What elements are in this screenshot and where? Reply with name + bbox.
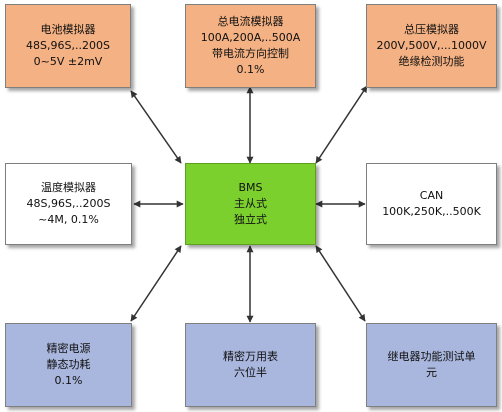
current-simulator-title: 总电流模拟器 — [217, 15, 284, 28]
power-supply-feature: 静态功耗 — [46, 358, 91, 371]
relay-tester-box: 继电器功能测试单 元 — [366, 323, 497, 407]
precision-power-supply-box: 精密电源 静态功耗 0.1% — [5, 323, 132, 407]
multimeter-title: 精密万用表 — [223, 350, 278, 363]
current-simulator-feature: 带电流方向控制 — [212, 47, 289, 60]
voltage-simulator-box: 总压模拟器 200V,500V,...1000V 绝缘检测功能 — [366, 4, 497, 88]
current-simulator-range: 100A,200A,..500A — [200, 31, 301, 44]
arrow-bms-voltage-sim — [315, 85, 368, 164]
relay-tester-title-cont: 元 — [426, 366, 437, 379]
can-box: CAN 100K,250K,..500K — [366, 163, 497, 245]
power-supply-title: 精密电源 — [46, 342, 91, 355]
arrow-bms-battery-sim — [130, 90, 182, 164]
battery-simulator-range: 0~5V ±2mV — [33, 55, 103, 68]
bms-standalone: 独立式 — [234, 213, 267, 226]
bms-center-box: BMS 主从式 独立式 — [185, 163, 316, 245]
can-baud-rates: 100K,250K,..500K — [382, 205, 481, 218]
power-supply-accuracy: 0.1% — [54, 374, 83, 387]
multimeter-resolution: 六位半 — [234, 366, 267, 379]
current-simulator-box: 总电流模拟器 100A,200A,..500A 带电流方向控制 0.1% — [185, 4, 316, 88]
temperature-simulator-title: 温度模拟器 — [41, 181, 96, 194]
bms-title: BMS — [238, 181, 263, 194]
battery-simulator-channels: 48S,96S,..200S — [26, 39, 110, 52]
temperature-simulator-range: ~4M, 0.1% — [38, 213, 99, 226]
voltage-simulator-range: 200V,500V,...1000V — [376, 39, 487, 52]
temperature-simulator-channels: 48S,96S,..200S — [26, 197, 111, 210]
precision-multimeter-box: 精密万用表 六位半 — [185, 323, 316, 407]
voltage-simulator-feature: 绝缘检测功能 — [398, 55, 465, 68]
bms-master-slave: 主从式 — [234, 197, 267, 210]
battery-simulator-title: 电池模拟器 — [40, 23, 96, 36]
temperature-simulator-box: 温度模拟器 48S,96S,..200S ~4M, 0.1% — [5, 163, 132, 245]
arrow-bms-relay-tester — [315, 245, 366, 322]
arrow-bms-power-supply — [130, 245, 182, 322]
relay-tester-title: 继电器功能测试单 — [387, 350, 476, 363]
battery-simulator-box: 电池模拟器 48S,96S,..200S 0~5V ±2mV — [5, 4, 131, 88]
current-simulator-accuracy: 0.1% — [236, 63, 265, 76]
voltage-simulator-title: 总压模拟器 — [404, 23, 459, 36]
can-title: CAN — [419, 189, 444, 202]
